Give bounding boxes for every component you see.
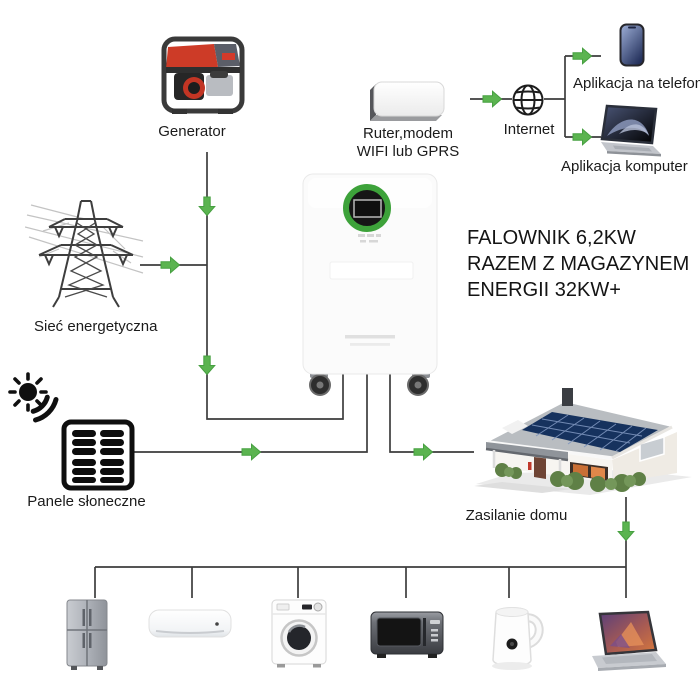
phone-app-label: Aplikacja na telefon	[573, 75, 700, 92]
smartphone-icon	[619, 23, 645, 67]
fridge-icon	[66, 599, 108, 670]
transmission-tower-icon	[25, 200, 144, 308]
generator-icon	[161, 36, 245, 114]
router-label-line2: WIFI lub GPRS	[356, 143, 460, 161]
solar-panel-sun-icon	[8, 372, 135, 491]
laptop-icon	[600, 104, 661, 157]
hybrid-inverter-icon	[302, 173, 438, 396]
inverter-title-line2: RAZEM Z MAGAZYNEM	[467, 253, 690, 275]
solar-panels-label: Panele słoneczne	[27, 493, 146, 510]
house-solar-icon	[474, 388, 692, 495]
computer-app-label: Aplikacja komputer	[561, 158, 688, 175]
air-conditioner-icon	[148, 609, 232, 638]
router-label: Ruter,modem WIFI lub GPRS	[348, 125, 468, 162]
internet-label: Internet	[503, 121, 555, 138]
inverter-title: FALOWNIK 6,2KW RAZEM Z MAGAZYNEM ENERGII…	[467, 225, 689, 303]
radiation-waves-icon	[30, 394, 59, 423]
laptop-icon	[592, 610, 666, 671]
router-label-line1: Ruter,modem	[362, 125, 454, 142]
globe-icon	[512, 84, 544, 116]
generator-label: Generator	[158, 123, 226, 140]
kettle-icon	[492, 607, 544, 670]
washing-machine-icon	[271, 599, 327, 668]
inverter-title-line1: FALOWNIK 6,2KW	[467, 227, 636, 249]
inverter-title-line3: ENERGII 32KW+	[467, 279, 621, 301]
sun-icon	[8, 372, 48, 412]
inverter-logo	[358, 234, 381, 243]
inverter-screen	[353, 199, 382, 218]
wire-appliance-drops	[94, 567, 627, 598]
router-modem-icon	[370, 81, 445, 121]
house-power-label: Zasilanie domu	[465, 507, 568, 524]
inverter-label-plate	[329, 261, 414, 280]
power-grid-label: Sieć energetyczna	[34, 318, 158, 335]
bushes	[495, 463, 646, 492]
caster-wheels-icon	[309, 366, 430, 396]
microwave-icon	[370, 611, 444, 658]
